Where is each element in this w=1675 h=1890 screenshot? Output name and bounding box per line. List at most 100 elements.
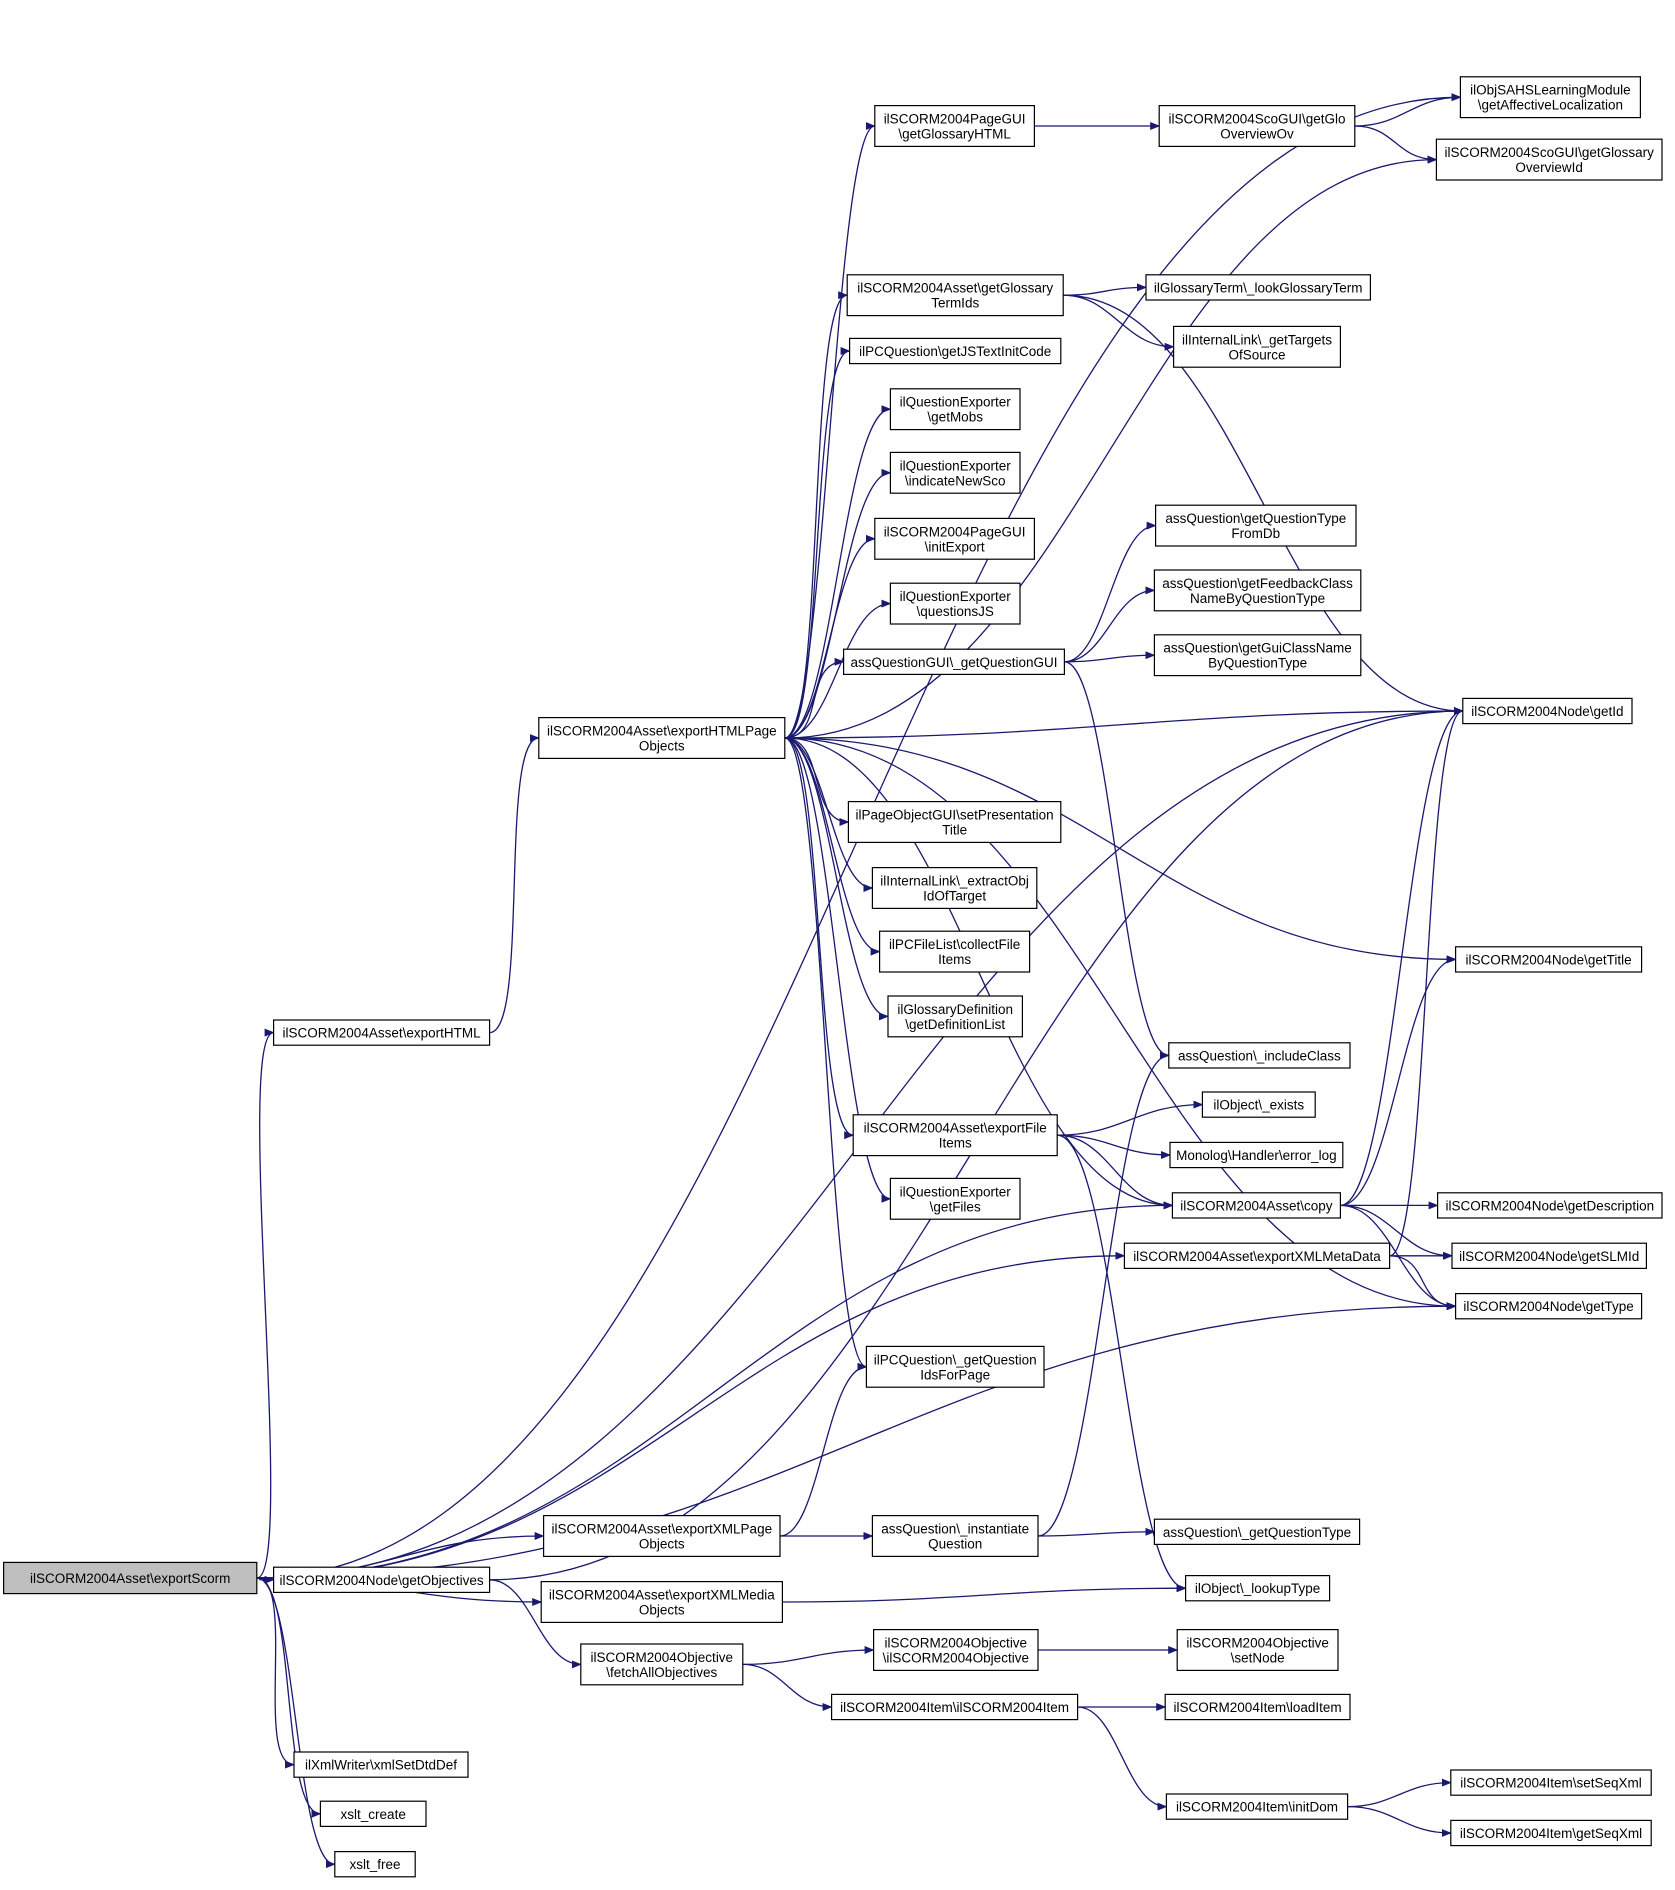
node-box-fetchAllObjectives[interactable]	[580, 1643, 744, 1686]
node-box-getQuestionIdsForPage[interactable]	[865, 1345, 1045, 1388]
node-box-initExport[interactable]	[874, 517, 1035, 560]
node-box-getQuestionGUI[interactable]	[842, 648, 1065, 676]
node-box-initDom[interactable]	[1165, 1793, 1349, 1820]
node-exists[interactable]: ilObject\_exists	[1201, 1091, 1316, 1118]
node-box-xmlSetDtdDef[interactable]	[293, 1751, 469, 1778]
node-box-collectFileItems[interactable]	[878, 930, 1031, 973]
node-getGuiClassName[interactable]: assQuestion\getGuiClassNameByQuestionTyp…	[1153, 634, 1362, 677]
node-loadItem[interactable]: ilSCORM2004Item\loadItem	[1164, 1693, 1351, 1721]
node-box-getDescription[interactable]	[1436, 1192, 1663, 1219]
node-box-getQuestionType[interactable]	[1153, 1518, 1361, 1545]
node-box-exportHTMLPageObjects[interactable]	[538, 716, 786, 759]
node-lookupType[interactable]: ilObject\_lookupType	[1184, 1574, 1331, 1602]
node-box-lookupType[interactable]	[1184, 1574, 1331, 1602]
node-getSLMId[interactable]: ilSCORM2004Node\getSLMId	[1451, 1242, 1647, 1269]
node-getMobs[interactable]: ilQuestionExporter\getMobs	[889, 388, 1021, 431]
node-box-extractObjIdOfTarget[interactable]	[871, 866, 1038, 909]
node-setNode[interactable]: ilSCORM2004Objective\setNode	[1176, 1628, 1339, 1671]
node-getFiles[interactable]: ilQuestionExporter\getFiles	[889, 1177, 1021, 1220]
node-initExport[interactable]: ilSCORM2004PageGUI\initExport	[874, 517, 1035, 560]
node-box-exportXMLMetaData[interactable]	[1123, 1242, 1391, 1269]
node-getFeedbackClass[interactable]: assQuestion\getFeedbackClassNameByQuesti…	[1153, 569, 1362, 612]
node-exportHTML[interactable]: ilSCORM2004Asset\exportHTML	[273, 1019, 491, 1046]
node-box-getGuiClassName[interactable]	[1153, 634, 1362, 677]
node-box-root[interactable]	[2, 1561, 258, 1595]
node-getObjectives[interactable]: ilSCORM2004Node\getObjectives	[273, 1566, 491, 1593]
node-getType[interactable]: ilSCORM2004Node\getType	[1454, 1292, 1643, 1320]
node-box-setSeqXml[interactable]	[1450, 1769, 1652, 1796]
node-copy[interactable]: ilSCORM2004Asset\copy	[1171, 1192, 1342, 1219]
node-getId[interactable]: ilSCORM2004Node\getId	[1462, 697, 1633, 725]
node-box-getTitle[interactable]	[1454, 946, 1643, 973]
node-box-getMobs[interactable]	[889, 388, 1021, 431]
node-box-lookGlossaryTerm[interactable]	[1145, 274, 1371, 301]
node-box-ilSCORM2004ObjectiveCtor[interactable]	[872, 1628, 1039, 1671]
node-initDom[interactable]: ilSCORM2004Item\initDom	[1165, 1793, 1349, 1820]
node-box-questionsJS[interactable]	[889, 582, 1021, 625]
node-xmlSetDtdDef[interactable]: ilXmlWriter\xmlSetDtdDef	[293, 1751, 469, 1778]
node-box-getJSTextInitCode[interactable]	[848, 337, 1062, 365]
node-getJSTextInitCode[interactable]: ilPCQuestion\getJSTextInitCode	[848, 337, 1062, 365]
node-box-exportFileItems[interactable]	[852, 1114, 1058, 1157]
node-box-getSLMId[interactable]	[1451, 1242, 1647, 1269]
node-box-getQuestionTypeFromDb[interactable]	[1154, 504, 1357, 547]
node-box-getSeqXml[interactable]	[1450, 1819, 1652, 1847]
node-box-getGlossaryHTML[interactable]	[874, 104, 1035, 147]
node-questionsJS[interactable]: ilQuestionExporter\questionsJS	[889, 582, 1021, 625]
node-ilSCORM2004ObjectiveCtor[interactable]: ilSCORM2004Objective\ilSCORM2004Objectiv…	[872, 1628, 1039, 1671]
node-getSeqXml[interactable]: ilSCORM2004Item\getSeqXml	[1450, 1819, 1652, 1847]
node-box-getType[interactable]	[1454, 1292, 1643, 1320]
node-box-copy[interactable]	[1171, 1192, 1342, 1219]
node-box-getGlossaryOverviewId[interactable]	[1435, 138, 1663, 181]
node-box-getId[interactable]	[1462, 697, 1633, 725]
node-getDefinitionList[interactable]: ilGlossaryDefinition\getDefinitionList	[887, 995, 1023, 1038]
node-getAffectiveLocalization[interactable]: ilObjSAHSLearningModule\getAffectiveLoca…	[1459, 76, 1642, 119]
node-indicateNewSco[interactable]: ilQuestionExporter\indicateNewSco	[889, 451, 1021, 494]
node-box-xslt_free[interactable]	[334, 1850, 416, 1878]
node-box-ilSCORM2004ItemCtor[interactable]	[830, 1693, 1079, 1721]
node-box-exportXMLMediaObjects[interactable]	[540, 1580, 784, 1623]
node-lookGlossaryTerm[interactable]: ilGlossaryTerm\_lookGlossaryTerm	[1145, 274, 1371, 301]
node-exportXMLMetaData[interactable]: ilSCORM2004Asset\exportXMLMetaData	[1123, 1242, 1391, 1269]
node-box-getObjectives[interactable]	[273, 1566, 491, 1593]
node-box-xslt_create[interactable]	[319, 1800, 427, 1827]
node-box-exportXMLPageObjects[interactable]	[542, 1514, 781, 1557]
node-box-exists[interactable]	[1201, 1091, 1316, 1118]
node-xslt_free[interactable]: xslt_free	[334, 1850, 416, 1878]
node-box-getAffectiveLocalization[interactable]	[1459, 76, 1642, 119]
node-getQuestionType[interactable]: assQuestion\_getQuestionType	[1153, 1518, 1361, 1545]
node-box-getGlossaryTermIds[interactable]	[846, 274, 1064, 317]
node-xslt_create[interactable]: xslt_create	[319, 1800, 427, 1827]
node-box-errorLog[interactable]	[1169, 1141, 1344, 1169]
node-getGlossaryHTML[interactable]: ilSCORM2004PageGUI\getGlossaryHTML	[874, 104, 1035, 147]
node-box-setPresentationTitle[interactable]	[847, 800, 1062, 843]
node-box-includeClass[interactable]	[1168, 1042, 1351, 1069]
node-setSeqXml[interactable]: ilSCORM2004Item\setSeqXml	[1450, 1769, 1652, 1796]
node-getDescription[interactable]: ilSCORM2004Node\getDescription	[1436, 1192, 1663, 1219]
node-box-indicateNewSco[interactable]	[889, 451, 1021, 494]
node-box-getDefinitionList[interactable]	[887, 995, 1023, 1038]
node-includeClass[interactable]: assQuestion\_includeClass	[1168, 1042, 1351, 1069]
node-errorLog[interactable]: Monolog\Handler\error_log	[1169, 1141, 1344, 1169]
node-box-setNode[interactable]	[1176, 1628, 1339, 1671]
node-box-instantiateQuestion[interactable]	[871, 1514, 1039, 1557]
node-root[interactable]: ilSCORM2004Asset\exportScorm	[2, 1561, 258, 1595]
node-box-exportHTML[interactable]	[273, 1019, 491, 1046]
node-box-getGloOverviewOv[interactable]	[1158, 104, 1356, 147]
node-getQuestionGUI[interactable]: assQuestionGUI\_getQuestionGUI	[842, 648, 1065, 676]
node-fetchAllObjectives[interactable]: ilSCORM2004Objective\fetchAllObjectives	[580, 1643, 744, 1686]
node-box-getFeedbackClass[interactable]	[1153, 569, 1362, 612]
